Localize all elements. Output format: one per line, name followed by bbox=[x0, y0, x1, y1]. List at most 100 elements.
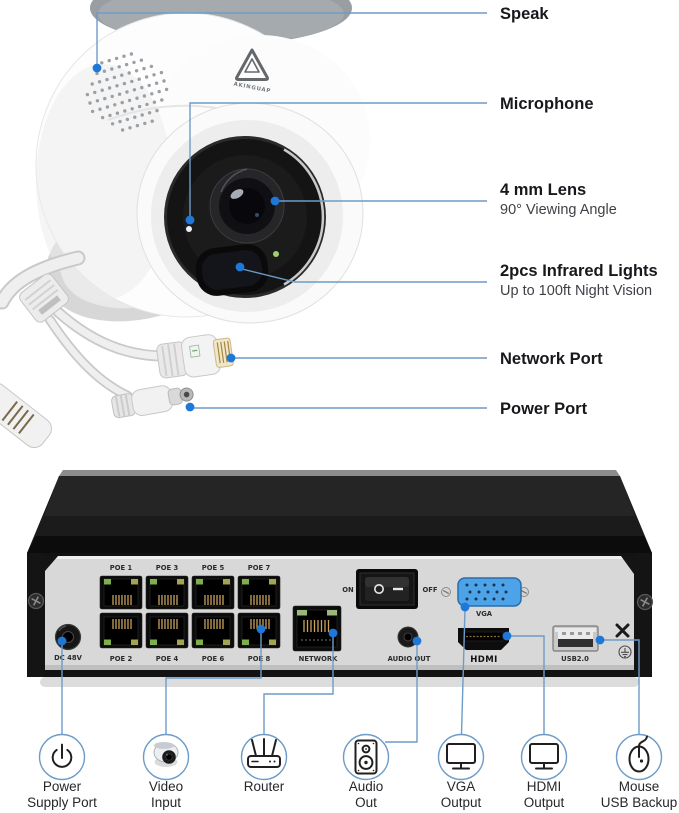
speaker-icon bbox=[354, 739, 378, 775]
camera-icon bbox=[153, 742, 179, 767]
right-case-screw bbox=[636, 593, 654, 611]
vga-port bbox=[457, 577, 522, 607]
mic-hole bbox=[186, 226, 192, 232]
speak-dot bbox=[92, 63, 102, 73]
power-port-dot bbox=[185, 402, 195, 412]
hdmi-monitor-icon bbox=[529, 743, 559, 770]
legend-mouse-line2: USB Backup bbox=[601, 795, 678, 810]
hdmi-legend-line bbox=[508, 635, 545, 735]
poe-port-5 bbox=[191, 575, 235, 610]
poe-label-8: POE 8 bbox=[248, 655, 271, 663]
poe-port-4 bbox=[145, 612, 189, 649]
network-legend-line bbox=[263, 636, 334, 735]
tool-icon bbox=[615, 623, 630, 638]
ir-dot bbox=[235, 262, 245, 272]
power-connector bbox=[111, 385, 194, 419]
legend-video-line2: Input bbox=[151, 795, 181, 810]
hdmi-port bbox=[458, 628, 509, 650]
pigtail-cables bbox=[0, 250, 234, 449]
network-label: NETWORK bbox=[299, 655, 338, 663]
panel-screw-left bbox=[440, 586, 452, 598]
ir-sublabel: Up to 100ft Night Vision bbox=[500, 283, 652, 299]
legend-vga-line1: VGA bbox=[447, 779, 476, 794]
poe-label-4: POE 4 bbox=[156, 655, 179, 663]
poe-port-7 bbox=[237, 575, 281, 610]
usb-dot bbox=[595, 635, 605, 645]
poe-port-6 bbox=[191, 612, 235, 649]
usb-port bbox=[552, 625, 599, 652]
poe8-dot bbox=[256, 624, 266, 634]
legend-item-router: Router bbox=[240, 733, 288, 794]
dc-power-jack bbox=[54, 623, 82, 651]
speak-label: Speak bbox=[500, 5, 549, 23]
lens-dot bbox=[270, 196, 280, 206]
switch-on-label: ON bbox=[342, 586, 354, 594]
lens-label: 4 mm Lens bbox=[500, 181, 586, 199]
network-port bbox=[292, 605, 342, 652]
legend-hdmi-line1: HDMI bbox=[527, 779, 562, 794]
network-port-dot bbox=[226, 353, 236, 363]
mouse-icon bbox=[628, 735, 650, 773]
hdmi-label: HDMI bbox=[470, 655, 497, 665]
poe-label-6: POE 6 bbox=[202, 655, 225, 663]
legend-vga-line2: Output bbox=[441, 795, 482, 810]
poe-port-2 bbox=[99, 612, 143, 649]
junction-box bbox=[19, 273, 69, 323]
vga-dot bbox=[460, 602, 470, 612]
poe-label-5: POE 5 bbox=[202, 564, 225, 572]
legend-power-line2: Supply Port bbox=[27, 795, 97, 810]
corner-connector bbox=[0, 382, 52, 449]
legend-video-line1: Video bbox=[149, 779, 183, 794]
speak-line bbox=[96, 12, 487, 66]
vga-monitor-icon bbox=[446, 743, 476, 770]
poe-port-3 bbox=[145, 575, 189, 610]
nvr-top-edge bbox=[59, 470, 620, 476]
lens-sublabel: 90° Viewing Angle bbox=[500, 202, 617, 218]
router-icon bbox=[247, 738, 281, 768]
hdmi-dot bbox=[502, 631, 512, 641]
logo-mark bbox=[235, 48, 269, 81]
audio-dot bbox=[412, 636, 422, 646]
callout-lines bbox=[61, 12, 640, 743]
poe-label-2: POE 2 bbox=[110, 655, 133, 663]
nvr-left-ear bbox=[27, 553, 45, 677]
legend-power-line1: Power bbox=[43, 779, 82, 794]
nvr-illustration: DC 48V POE 1 POE 3 POE 5 POE 7 POE 2 POE… bbox=[27, 470, 654, 687]
power-port-label: Power Port bbox=[500, 400, 588, 418]
poe-label-3: POE 3 bbox=[156, 564, 179, 572]
switch-off-label: OFF bbox=[422, 586, 437, 594]
vga-label: VGA bbox=[476, 610, 493, 618]
legend-item-power: Power Supply Port bbox=[27, 733, 97, 810]
microphone-label: Microphone bbox=[500, 95, 594, 113]
microphone-dot bbox=[185, 215, 195, 225]
poe-port-1 bbox=[99, 575, 143, 610]
dc-dot bbox=[57, 636, 67, 646]
legend-audio-line2: Out bbox=[355, 795, 377, 810]
usb-label: USB2.0 bbox=[561, 655, 589, 663]
poe-label-7: POE 7 bbox=[248, 564, 271, 572]
usb-legend-line bbox=[601, 639, 640, 735]
audio-label: AUDIO OUT bbox=[388, 655, 431, 663]
legend-item-video: Video Input bbox=[142, 733, 190, 810]
ir-line bbox=[241, 268, 487, 283]
legend-item-mouse: Mouse USB Backup bbox=[601, 733, 678, 810]
status-led bbox=[273, 251, 279, 257]
callout-dots bbox=[57, 63, 605, 646]
power-icon bbox=[51, 743, 73, 768]
legend-item-hdmi: HDMI Output bbox=[520, 733, 568, 810]
legend-router-line1: Router bbox=[244, 779, 285, 794]
network-connector bbox=[156, 334, 234, 379]
vga-legend-line bbox=[460, 608, 466, 735]
audio-legend-line bbox=[385, 643, 418, 743]
camera-lens bbox=[209, 168, 285, 244]
network-port-label: Network Port bbox=[500, 350, 603, 368]
legend-hdmi-line2: Output bbox=[524, 795, 565, 810]
microphone-line bbox=[189, 102, 487, 218]
poe-label-1: POE 1 bbox=[110, 564, 133, 572]
dc-label: DC 48V bbox=[54, 654, 82, 662]
legend-item-audio: Audio Out bbox=[342, 733, 390, 810]
poe8-legend-line bbox=[165, 631, 262, 735]
legend-audio-line1: Audio bbox=[349, 779, 384, 794]
ground-icon bbox=[618, 645, 632, 659]
